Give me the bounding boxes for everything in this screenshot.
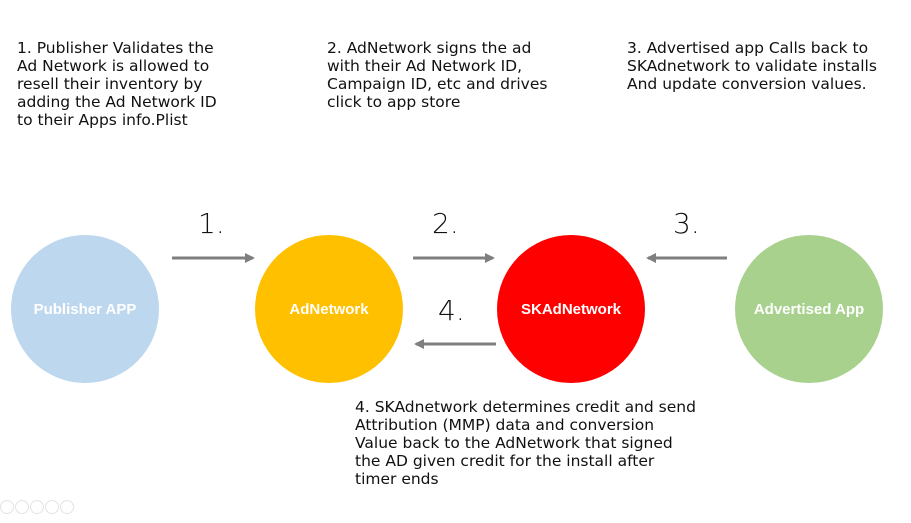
cc-icon xyxy=(0,500,14,514)
step-3-number: 3. xyxy=(673,207,700,240)
by-icon xyxy=(15,500,29,514)
adnetwork-label: AdNetwork xyxy=(289,300,369,318)
step-2-description: 2. AdNetwork signs the ad with their Ad … xyxy=(327,39,548,111)
nd-icon xyxy=(60,500,74,514)
license-icons xyxy=(0,500,74,514)
step-1-description: 1. Publisher Validates the Ad Network is… xyxy=(17,39,217,129)
adnetwork-node: AdNetwork xyxy=(255,235,403,383)
step-1-number: 1. xyxy=(198,207,225,240)
publisher-app-node: Publisher APP xyxy=(11,235,159,383)
p-icon xyxy=(45,500,59,514)
skadnetwork-label: SKAdNetwork xyxy=(520,300,621,318)
advertised-app-label: Advertised App xyxy=(753,300,865,318)
step-4-number: 4. xyxy=(438,294,465,327)
step-3-description: 3. Advertised app Calls back to SKAdnetw… xyxy=(627,39,877,93)
step-4-description: 4. SKAdnetwork determines credit and sen… xyxy=(355,398,696,488)
advertised-app-node: Advertised App xyxy=(735,235,883,383)
step-2-number: 2. xyxy=(432,207,459,240)
skadnetwork-node: SKAdNetwork xyxy=(497,235,645,383)
publisher-app-label: Publisher APP xyxy=(33,300,137,318)
nc-icon xyxy=(30,500,44,514)
